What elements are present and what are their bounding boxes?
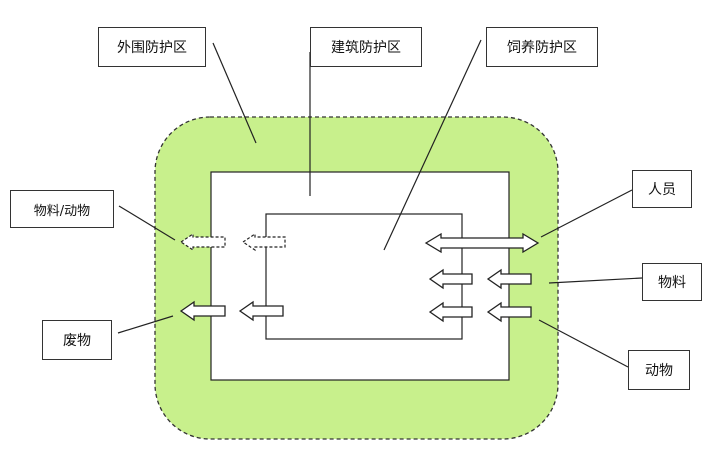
personnel-double-arrow xyxy=(424,232,540,254)
leader-line-materials xyxy=(548,277,643,284)
leader-line-breeding-zone xyxy=(383,39,482,251)
leader-line-animals xyxy=(538,319,629,368)
leader-line-outer-zone xyxy=(212,42,257,144)
waste-arrow-outer xyxy=(179,300,226,322)
label-waste: 废物 xyxy=(42,320,112,360)
leader-line-waste xyxy=(117,315,174,334)
leader-line-personnel xyxy=(540,189,633,238)
animals-arrow-outer xyxy=(486,301,532,323)
label-building-zone: 建筑防护区 xyxy=(310,27,422,67)
label-personnel: 人员 xyxy=(632,170,692,208)
leader-line-materials-animals xyxy=(118,205,176,241)
label-outer-zone: 外围防护区 xyxy=(98,27,206,67)
dashed-arrow-inner xyxy=(241,232,286,252)
waste-arrow-inner xyxy=(238,300,284,322)
label-materials: 物料 xyxy=(642,263,702,301)
leader-lines xyxy=(117,39,643,368)
label-animals: 动物 xyxy=(628,350,690,390)
materials-arrow-inner xyxy=(428,268,473,290)
label-materials-animals: 物料/动物 xyxy=(10,190,114,228)
materials-arrow-outer xyxy=(486,268,532,290)
animals-arrow-inner xyxy=(428,301,473,323)
label-breeding-zone: 饲养防护区 xyxy=(486,27,598,67)
dashed-arrow-outer xyxy=(179,232,226,252)
